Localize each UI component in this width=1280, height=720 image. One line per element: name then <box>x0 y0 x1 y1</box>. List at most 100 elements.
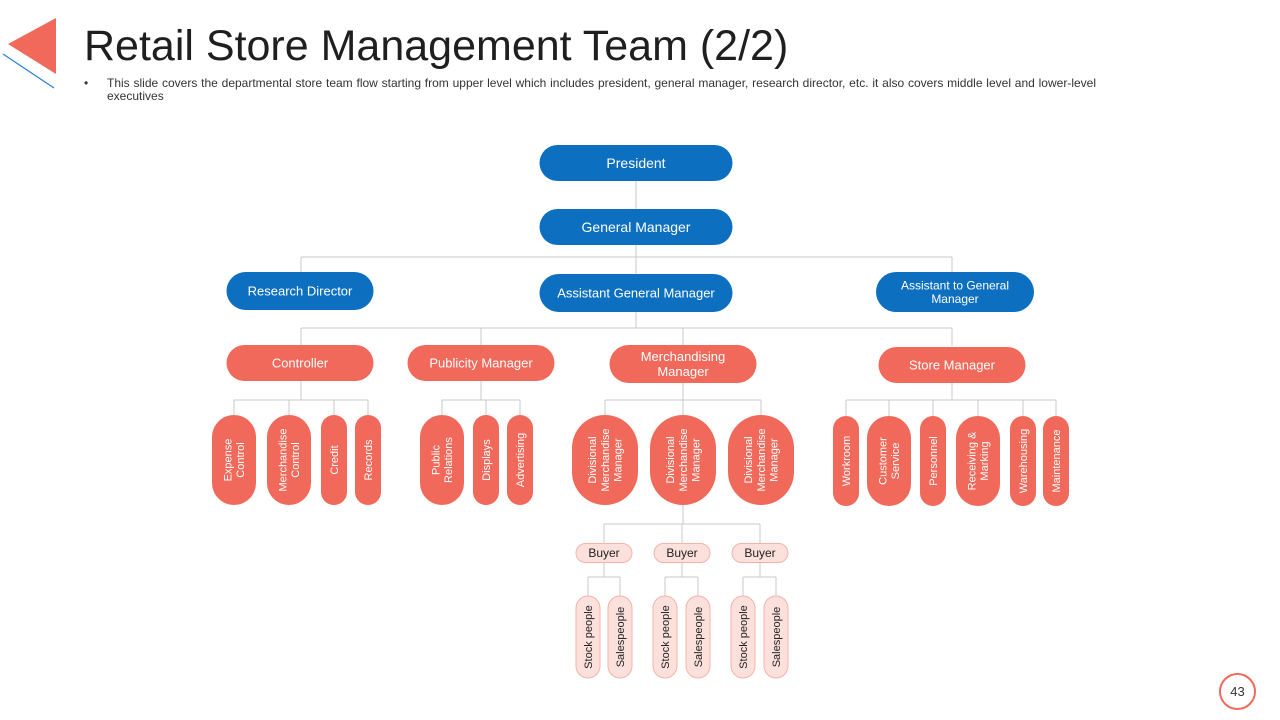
node-buyer-staff: Stock people <box>575 595 601 679</box>
node-shape <box>653 543 711 563</box>
node-label: Warehousing <box>1018 429 1030 493</box>
node-shape <box>420 415 464 505</box>
node-research-director: Research Director <box>226 272 374 310</box>
node-shape <box>355 415 381 505</box>
node-divisional-merchandise-manager: DivisionalMerchandiseManager <box>728 415 794 505</box>
connector-lines <box>233 181 1057 596</box>
node-publicity-unit: PublicRelations <box>420 415 464 505</box>
node-publicity-unit: Displays <box>473 415 499 505</box>
node-shape <box>685 595 711 679</box>
node-label: PublicRelations <box>431 437 456 483</box>
node-shape <box>956 416 1000 506</box>
node-shape <box>539 209 733 245</box>
node-label: Buyer <box>588 546 619 560</box>
node-shape <box>730 595 756 679</box>
node-label: Store Manager <box>909 358 996 373</box>
node-label: Advertising <box>515 433 527 487</box>
node-controller-unit: ExpenseControl <box>212 415 256 505</box>
node-shape <box>267 415 311 505</box>
node-label: Personnel <box>928 436 940 486</box>
node-label: Assistant General Manager <box>557 286 715 301</box>
node-label: CustomerService <box>878 437 903 485</box>
node-publicity-manager: Publicity Manager <box>407 345 555 381</box>
node-shape <box>607 595 633 679</box>
node-buyer-staff: Stock people <box>730 595 756 679</box>
node-label: Publicity Manager <box>429 356 533 371</box>
node-label: ExpenseControl <box>223 439 248 482</box>
node-shape <box>473 415 499 505</box>
node-shape <box>652 595 678 679</box>
node-label: General Manager <box>582 219 691 235</box>
node-shape <box>833 416 859 506</box>
node-shape <box>226 345 374 381</box>
node-store-unit: Warehousing <box>1010 416 1036 506</box>
node-label: President <box>606 155 665 171</box>
node-shape <box>507 415 533 505</box>
node-label: Workroom <box>841 436 853 487</box>
node-publicity-unit: Advertising <box>507 415 533 505</box>
node-shape <box>920 416 946 506</box>
node-label: DivisionalMerchandiseManager <box>665 429 702 492</box>
node-shape <box>609 345 757 383</box>
page-number: 43 <box>1219 673 1256 710</box>
description-text: This slide covers the departmental store… <box>107 76 1096 103</box>
node-label: Records <box>363 439 375 480</box>
node-label: Stock people <box>583 605 595 669</box>
node-label: Salespeople <box>615 607 627 668</box>
node-label: Buyer <box>666 546 697 560</box>
node-shape <box>226 272 374 310</box>
node-shape <box>539 145 733 181</box>
node-shape <box>575 543 633 563</box>
corner-triangle-logo <box>2 18 56 89</box>
node-label: Maintenance <box>1051 430 1063 493</box>
node-shape <box>572 415 638 505</box>
node-shape <box>321 415 347 505</box>
node-shape <box>1043 416 1069 506</box>
node-label: DivisionalMerchandiseManager <box>743 429 780 492</box>
node-divisional-merchandise-manager: DivisionalMerchandiseManager <box>572 415 638 505</box>
node-president: President <box>539 145 733 181</box>
node-label: MerchandiseControl <box>278 429 303 492</box>
node-label: Receiving &Marking <box>967 431 992 490</box>
node-label: Credit <box>329 445 341 474</box>
node-buyer-staff: Stock people <box>652 595 678 679</box>
node-buyer-staff: Salespeople <box>763 595 789 679</box>
node-label: Controller <box>272 356 329 371</box>
node-divisional-merchandise-manager: DivisionalMerchandiseManager <box>650 415 716 505</box>
node-shape <box>1010 416 1036 506</box>
node-controller-unit: Records <box>355 415 381 505</box>
slide-description: • This slide covers the departmental sto… <box>84 77 1096 103</box>
node-buyer: Buyer <box>575 543 633 563</box>
node-shape <box>212 415 256 505</box>
node-label: Displays <box>481 439 493 481</box>
node-controller: Controller <box>226 345 374 381</box>
bullet-dot: • <box>84 76 89 90</box>
node-shape <box>878 347 1026 383</box>
node-shape <box>407 345 555 381</box>
node-label: Research Director <box>248 284 353 299</box>
node-store-unit: CustomerService <box>867 416 911 506</box>
node-shape <box>650 415 716 505</box>
node-buyer-staff: Salespeople <box>607 595 633 679</box>
node-shape <box>539 274 733 312</box>
node-shape <box>867 416 911 506</box>
node-shape <box>731 543 789 563</box>
node-store-unit: Maintenance <box>1043 416 1069 506</box>
page-title: Retail Store Management Team (2/2) <box>84 22 789 70</box>
node-buyer: Buyer <box>653 543 711 563</box>
node-store-unit: Workroom <box>833 416 859 506</box>
node-controller-unit: MerchandiseControl <box>267 415 311 505</box>
node-assistant-general-manager: Assistant General Manager <box>539 274 733 312</box>
node-shape <box>575 595 601 679</box>
node-shape <box>876 272 1034 312</box>
node-label: Salespeople <box>693 607 705 668</box>
node-buyer: Buyer <box>731 543 789 563</box>
node-shape <box>763 595 789 679</box>
node-store-unit: Receiving &Marking <box>956 416 1000 506</box>
